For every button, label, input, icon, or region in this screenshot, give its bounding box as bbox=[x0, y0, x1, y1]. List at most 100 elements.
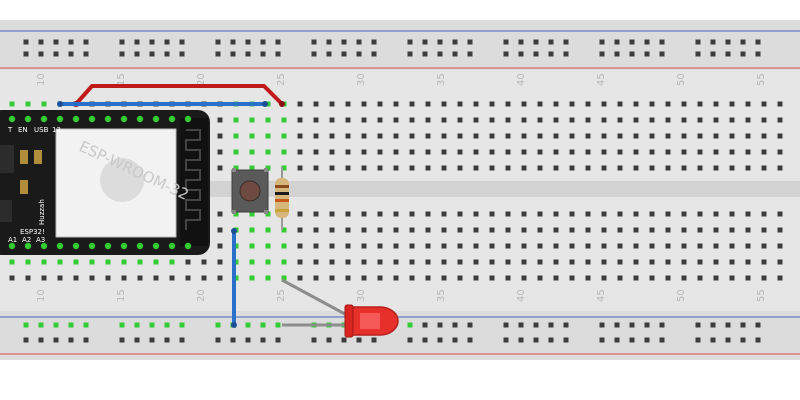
breadboard-hole bbox=[215, 51, 221, 57]
resistor-band-3 bbox=[275, 199, 289, 202]
board-side-text-esp32: ESP32! bbox=[20, 228, 45, 236]
breadboard-hole bbox=[537, 149, 543, 155]
breadboard-hole bbox=[633, 243, 639, 249]
breadboard-hole bbox=[505, 117, 511, 123]
breadboard-hole bbox=[361, 133, 367, 139]
breadboard-hole bbox=[249, 243, 255, 249]
breadboard-hole bbox=[149, 39, 155, 45]
breadboard-hole bbox=[537, 133, 543, 139]
breadboard-hole bbox=[441, 101, 447, 107]
breadboard-hole bbox=[553, 149, 559, 155]
breadboard-hole bbox=[617, 101, 623, 107]
breadboard-hole bbox=[569, 133, 575, 139]
breadboard-hole bbox=[665, 243, 671, 249]
column-number-top: 55 bbox=[756, 73, 767, 86]
breadboard-hole bbox=[649, 165, 655, 171]
breadboard-hole bbox=[601, 101, 607, 107]
breadboard-hole bbox=[553, 259, 559, 265]
breadboard-hole bbox=[425, 259, 431, 265]
breadboard-hole bbox=[777, 165, 783, 171]
breadboard-hole bbox=[761, 211, 767, 217]
breadboard-hole bbox=[393, 259, 399, 265]
breadboard-hole bbox=[713, 227, 719, 233]
breadboard-hole bbox=[633, 211, 639, 217]
breadboard-hole bbox=[393, 165, 399, 171]
breadboard-hole bbox=[297, 259, 303, 265]
breadboard-hole bbox=[681, 149, 687, 155]
breadboard-hole bbox=[441, 259, 447, 265]
breadboard-hole bbox=[457, 165, 463, 171]
breadboard-hole bbox=[260, 322, 266, 328]
red-led bbox=[344, 304, 399, 338]
breadboard-hole bbox=[629, 322, 635, 328]
breadboard-hole bbox=[281, 259, 287, 265]
breadboard-hole bbox=[761, 243, 767, 249]
led-rim bbox=[344, 304, 354, 338]
breadboard-hole bbox=[617, 243, 623, 249]
breadboard-hole bbox=[569, 101, 575, 107]
breadboard-hole bbox=[407, 39, 413, 45]
breadboard-hole bbox=[548, 51, 554, 57]
resistor-band-1 bbox=[275, 185, 289, 188]
breadboard-hole bbox=[153, 275, 159, 281]
breadboard-hole bbox=[377, 165, 383, 171]
breadboard-hole bbox=[265, 149, 271, 155]
breadboard-hole bbox=[377, 211, 383, 217]
breadboard-hole bbox=[83, 39, 89, 45]
board-pin bbox=[168, 115, 176, 123]
breadboard-hole bbox=[345, 259, 351, 265]
breadboard-hole bbox=[249, 259, 255, 265]
breadboard-hole bbox=[265, 227, 271, 233]
breadboard-hole bbox=[361, 243, 367, 249]
breadboard-hole bbox=[697, 211, 703, 217]
breadboard-hole bbox=[761, 275, 767, 281]
breadboard-hole bbox=[740, 337, 746, 343]
breadboard-hole bbox=[53, 337, 59, 343]
breadboard-hole bbox=[179, 39, 185, 45]
breadboard-hole bbox=[345, 275, 351, 281]
breadboard-hole bbox=[755, 322, 761, 328]
breadboard-hole bbox=[601, 243, 607, 249]
breadboard-hole bbox=[710, 51, 716, 57]
column-number-bottom: 30 bbox=[356, 289, 367, 302]
breadboard-hole bbox=[633, 133, 639, 139]
breadboard-hole bbox=[361, 275, 367, 281]
top-power-rail bbox=[0, 20, 800, 70]
breadboard-hole bbox=[9, 101, 15, 107]
breadboard-hole bbox=[681, 259, 687, 265]
breadboard-hole bbox=[644, 337, 650, 343]
breadboard-hole bbox=[553, 243, 559, 249]
breadboard-hole bbox=[409, 259, 415, 265]
breadboard-hole bbox=[713, 133, 719, 139]
breadboard-hole bbox=[409, 243, 415, 249]
breadboard-hole bbox=[457, 259, 463, 265]
breadboard-hole bbox=[169, 275, 175, 281]
breadboard-hole bbox=[329, 149, 335, 155]
breadboard-hole bbox=[729, 149, 735, 155]
column-number-bottom: 55 bbox=[756, 289, 767, 302]
breadboard-hole bbox=[745, 243, 751, 249]
breadboard-hole bbox=[38, 322, 44, 328]
breadboard-hole bbox=[260, 51, 266, 57]
breadboard-hole bbox=[665, 133, 671, 139]
breadboard-hole bbox=[473, 259, 479, 265]
breadboard-hole bbox=[761, 117, 767, 123]
breadboard-hole bbox=[377, 259, 383, 265]
breadboard-hole bbox=[649, 101, 655, 107]
breadboard-hole bbox=[585, 211, 591, 217]
breadboard-hole bbox=[313, 165, 319, 171]
breadboard-hole bbox=[601, 165, 607, 171]
pin-label-13: 13 bbox=[52, 126, 61, 134]
breadboard-hole bbox=[275, 337, 281, 343]
breadboard-hole bbox=[617, 149, 623, 155]
breadboard-hole bbox=[245, 39, 251, 45]
antenna-trace bbox=[185, 129, 201, 230]
resistor-band-4 bbox=[275, 209, 289, 212]
board-pin bbox=[56, 115, 64, 123]
breadboard-hole bbox=[329, 275, 335, 281]
breadboard-hole bbox=[777, 117, 783, 123]
breadboard-hole bbox=[249, 117, 255, 123]
breadboard-hole bbox=[393, 243, 399, 249]
board-pin bbox=[40, 115, 48, 123]
breadboard-hole bbox=[617, 211, 623, 217]
